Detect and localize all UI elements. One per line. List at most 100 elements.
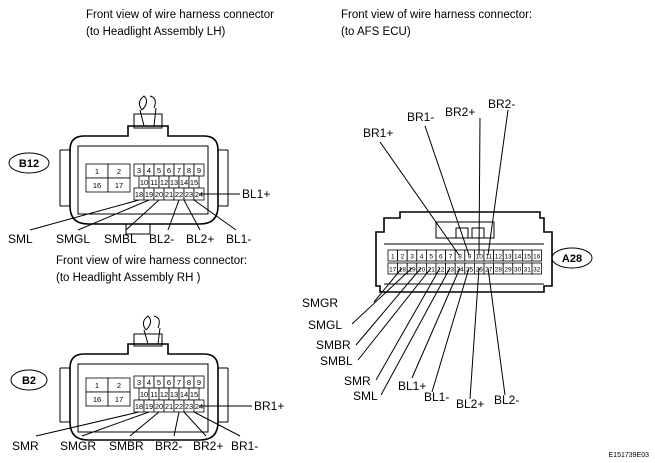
b2-pin: 8 [187,378,191,387]
b2-label-smr: SMR [12,439,39,453]
a28-pin: 6 [439,254,443,261]
afs-caption-line2: (to AFS ECU) [341,26,411,38]
a28-pin: 11 [485,254,492,261]
b12-pin: 19 [145,190,153,199]
a28-pin: 10 [476,254,484,261]
harness-clip-icon [138,95,157,127]
a28-pin: 28 [495,267,503,274]
b2-pin: 6 [167,378,171,387]
a28-label-sml: SML [353,389,378,403]
b2-pin-16: 16 [93,395,101,404]
a28-pin: 12 [495,254,503,261]
a28-pin: 4 [420,254,424,261]
b2-pin: 23 [185,402,193,411]
b2-pin: 13 [170,390,178,399]
b12-pin: 13 [170,178,178,187]
a28-pin: 1 [391,254,395,261]
a28-pin: 8 [458,254,462,261]
afs-caption-line1: Front view of wire harness connector: [341,9,532,21]
a28-pin: 5 [429,254,433,261]
b2-label-br2-minus: BR2- [155,439,182,453]
b12-pin: 14 [180,178,188,187]
b12-pin: 12 [160,178,168,187]
a28-pin: 2 [401,254,405,261]
b2-caption-line1: Front view of wire harness connector: [56,255,247,267]
b2-tag-outline [10,369,48,391]
b2-label-br2-plus: BR2+ [193,439,223,453]
a28-pin: 15 [524,254,532,261]
b12-tag: B12 [19,158,39,170]
a28-label-bl2-plus: BL2+ [456,397,484,411]
b12-pin: 4 [147,166,151,175]
b12-pin: 22 [175,190,183,199]
b2-label-smbr: SMBR [109,439,144,453]
a28-label-smbl: SMBL [320,354,353,368]
b2-pin: 5 [157,378,161,387]
b12-pin: 6 [167,166,171,175]
a28-pin: 14 [514,254,522,261]
b2-pin: 21 [165,402,173,411]
a28-label-br1-minus: BR1- [407,110,434,124]
a28-label-bl2-minus: BL2- [494,393,519,407]
b12-pin: 5 [157,166,161,175]
a28-pin: 32 [533,267,541,274]
b12-label-sml: SML [8,232,33,246]
b12-pin-17: 17 [115,181,123,190]
a28-pin: 25 [466,267,474,274]
a28-tag: A28 [562,253,582,265]
b2-pin: 22 [175,402,183,411]
a28-pin: 17 [389,267,397,274]
a28-tag-outline [551,247,593,269]
a28-label-br2-plus: BR2+ [445,105,475,119]
b12-pin: 3 [137,166,141,175]
a28-label-smr: SMR [344,374,371,388]
b2-row2: 10 11 12 13 14 15 [138,387,200,401]
a28-pin: 16 [533,254,541,261]
a28-pin: 22 [437,267,445,274]
a28-pin: 18 [399,267,407,274]
b12-label-bl2-plus: BL2+ [186,232,214,246]
b12-pin-16: 16 [93,181,101,190]
b12-pin: 20 [155,190,163,199]
b2-label-br1-minus: BR1- [231,439,258,453]
a28-pin: 3 [410,254,414,261]
a28-pin: 9 [468,254,472,261]
connector-b12: 1 2 16 17 3 4 5 6 7 8 9 10 11 12 13 14 1… [8,95,270,246]
a28-pin: 21 [428,267,436,274]
b12-pin: 21 [165,190,173,199]
b12-tag-outline [8,152,50,174]
b2-pin-2: 2 [117,381,121,390]
b12-caption-line1: Front view of wire harness connector [86,9,274,21]
b12-pin: 7 [177,166,181,175]
b2-pin: 3 [137,378,141,387]
a28-pin: 24 [456,267,464,274]
a28-label-smbr: SMBR [316,338,351,352]
a28-label-bl1-plus: BL1+ [398,379,426,393]
b2-pin-17: 17 [115,395,123,404]
b12-pin: 9 [197,166,201,175]
b2-pin: 7 [177,378,181,387]
a28-pin: 19 [408,267,416,274]
b12-row1: 3 4 5 6 7 8 9 [133,163,205,177]
a28-pin: 23 [447,267,455,274]
a28-label-br2-minus: BR2- [488,97,515,111]
b12-row2: 10 11 12 13 14 15 [138,175,200,189]
b12-pin: 10 [140,178,148,187]
b2-pin: 12 [160,390,168,399]
b2-pin: 10 [140,390,148,399]
b12-pin: 18 [135,190,143,199]
a28-pin: 27 [485,267,493,274]
b12-pin-2: 2 [117,167,121,176]
b12-label-bl2-minus: BL2- [149,232,174,246]
b2-tag: B2 [22,375,36,387]
b2-row3: 18 19 20 21 22 23 24 [133,399,205,413]
b2-pin-1: 1 [95,381,99,390]
a28-label-smgr: SMGR [302,296,338,310]
b12-caption-line2: (to Headlight Assembly LH) [86,26,226,38]
a28-pin: 29 [504,267,512,274]
a28-row1: 1 2 3 4 5 6 7 8 9 10 11 12 13 14 15 16 [387,249,543,262]
b2-pin: 15 [190,390,198,399]
a28-label-bl1-minus: BL1- [424,390,449,404]
b2-pin: 4 [147,378,151,387]
